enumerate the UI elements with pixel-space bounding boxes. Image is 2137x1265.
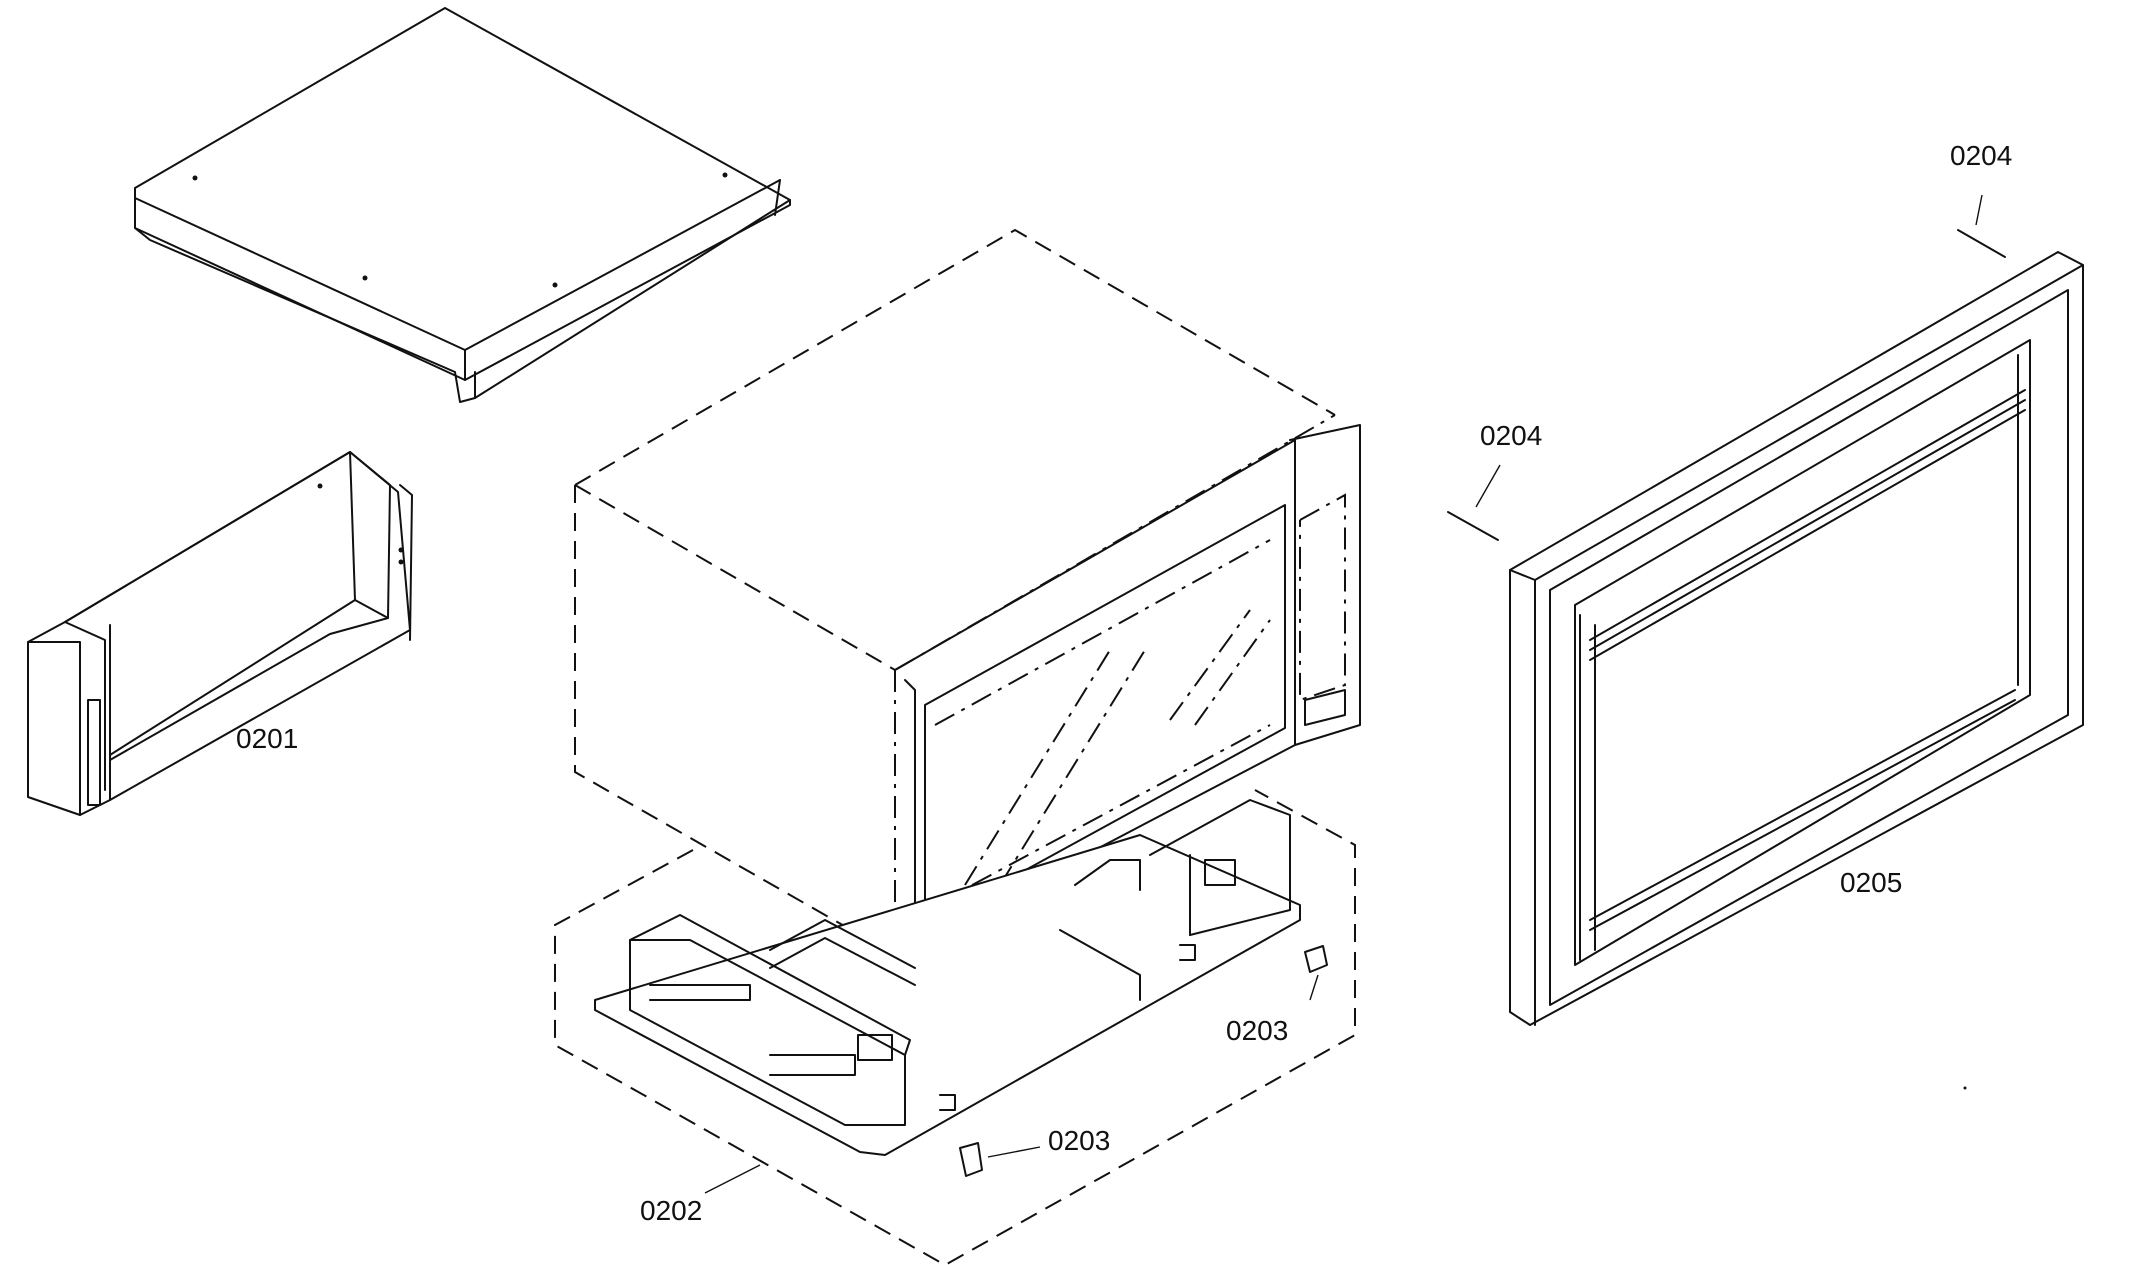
callout-0204-top: 0204 — [1950, 140, 2012, 171]
leader-0202 — [704, 1164, 761, 1194]
callout-0204-left: 0204 — [1480, 420, 1542, 451]
mounting-clip-rear — [1304, 945, 1328, 973]
screw-top — [1957, 194, 2006, 258]
callout-0203-front: 0203 — [1048, 1125, 1110, 1156]
microwave-body-part — [574, 228, 1361, 956]
callout-0201: 0201 — [236, 723, 298, 754]
trim-frame-part — [1509, 251, 2084, 1026]
side-bracket-part — [27, 451, 413, 816]
base-assembly-part — [554, 789, 1356, 1265]
leader-0203-rear — [1309, 974, 1319, 1001]
screw-left — [1447, 464, 1501, 541]
callout-0205: 0205 — [1840, 867, 1902, 898]
callout-0203-rear: 0203 — [1226, 1015, 1288, 1046]
mounting-clip-front — [959, 1142, 983, 1177]
top-cover-panel — [134, 7, 791, 403]
callout-0202: 0202 — [640, 1195, 702, 1226]
stray-mark — [1963, 1086, 1967, 1090]
leader-0203-front — [987, 1146, 1041, 1158]
